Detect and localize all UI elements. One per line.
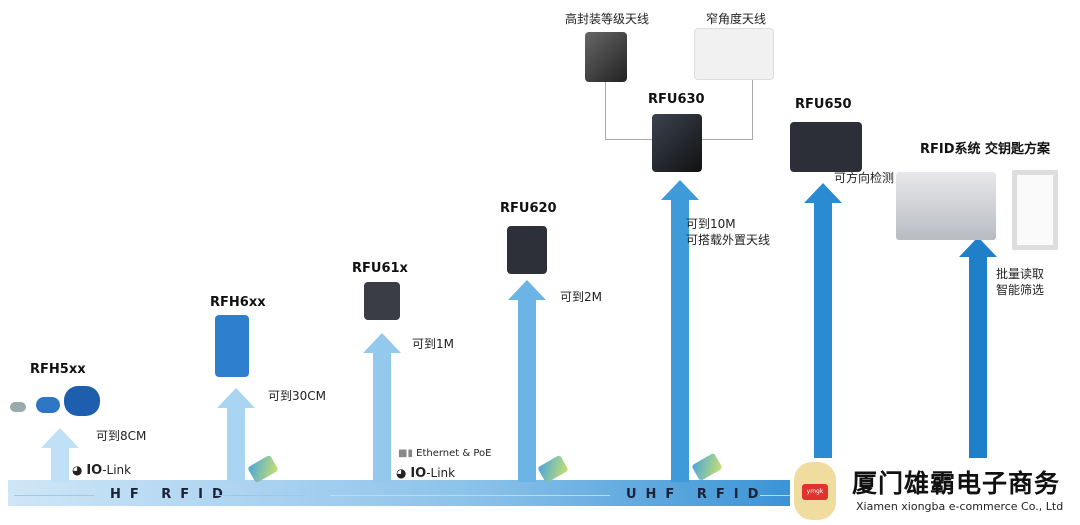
external-antenna-note: 可搭载外置天线: [686, 233, 771, 247]
uhf-rfid-label: UHF RFID: [626, 487, 768, 502]
rfu630-image: [652, 114, 702, 172]
product-name-rfu630: RFU630: [648, 92, 705, 107]
range-rfu630: 可到10M: [686, 217, 736, 231]
smart-filter-label: 智能筛选: [996, 283, 1045, 297]
connector-line: [752, 80, 753, 139]
range-rfh5xx: 可到8CM: [96, 429, 147, 443]
watermark-company: 厦门雄霸电子商务: [852, 469, 1061, 498]
sealed-antenna-image: [585, 32, 627, 82]
antenna-sealed-label: 高封装等级天线: [565, 12, 650, 26]
watermark: ymgk 厦门雄霸电子商务 Xiamen xiongba e-commerce …: [790, 458, 1080, 525]
sensor-image: [64, 386, 100, 416]
rfid-gate-image: [1012, 170, 1058, 250]
bear-mascot-logo: ymgk: [794, 462, 836, 520]
range-rfu61x: 可到1M: [412, 337, 454, 351]
arrow-rfid-system: [958, 237, 998, 482]
sensor-image: [36, 397, 60, 413]
hf-rfid-label: HF RFID: [110, 487, 232, 502]
arrow-rfu630: [660, 180, 700, 482]
range-rfu620: 可到2M: [560, 290, 602, 304]
iolink-icon: ◕: [396, 466, 407, 480]
rfu650-image: [790, 122, 862, 172]
hf-range-line-right: [215, 495, 305, 496]
product-name-rfu650: RFU650: [795, 97, 852, 112]
iolink-logo: ◕ IO-Link: [396, 466, 456, 481]
sensor-image: [10, 402, 26, 412]
range-rfu650: 可方向检测: [834, 171, 895, 185]
product-name-rfu620: RFU620: [500, 201, 557, 216]
uhf-range-line-right: [760, 495, 790, 496]
product-name-rfh6xx: RFH6xx: [210, 295, 266, 310]
batch-read-label: 批量读取: [996, 267, 1045, 281]
iolink-icon: ◕: [72, 463, 83, 477]
range-rfh6xx: 可到30CM: [268, 389, 327, 403]
arrow-rfh5xx: [40, 428, 80, 482]
conveyor-system-image: [896, 172, 996, 240]
rfu620-image: [507, 226, 547, 274]
hf-range-line-left: [14, 495, 94, 496]
product-name-rfu61x: RFU61x: [352, 261, 408, 276]
antenna-narrow-label: 窄角度天线: [706, 12, 767, 26]
connector-line: [605, 82, 606, 139]
arrow-rfh6xx: [216, 388, 256, 482]
rfh6xx-image: [215, 315, 249, 377]
arrow-rfu650: [803, 183, 843, 482]
watermark-english: Xiamen xiongba e-commerce Co., Ltd: [856, 500, 1064, 513]
arrow-rfu620: [507, 280, 547, 482]
arrow-rfu61x: [362, 333, 402, 482]
iolink-logo: ◕ IO-Link: [72, 463, 132, 478]
product-name-rfid-system: RFID系统 交钥匙方案: [920, 142, 1051, 157]
product-name-rfh5xx: RFH5xx: [30, 362, 86, 377]
rfu61x-image: [364, 282, 400, 320]
ethernet-plug-icon: ■▮: [398, 448, 413, 459]
ethernet-poe-label: ■▮ Ethernet & PoE: [398, 448, 492, 459]
uhf-range-line-left: [330, 495, 610, 496]
narrow-antenna-image: [694, 28, 774, 80]
